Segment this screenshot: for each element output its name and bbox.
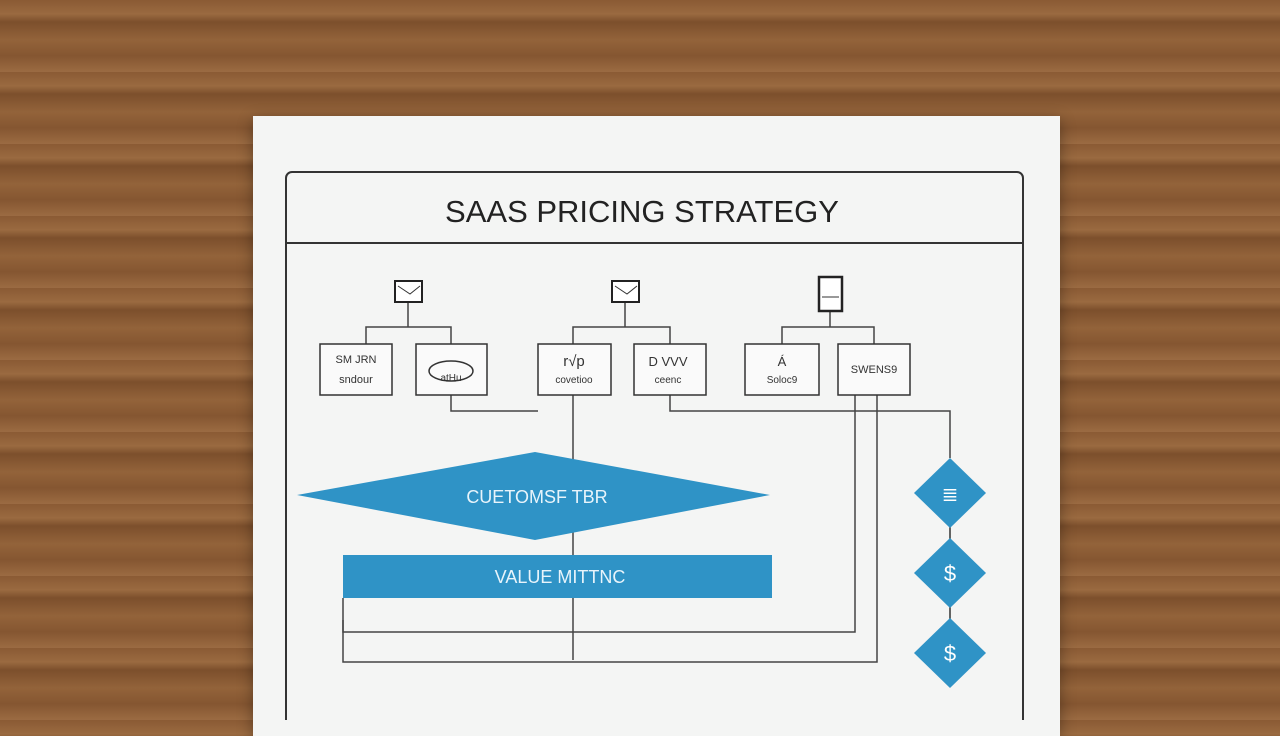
box-line1: Á (778, 354, 787, 369)
box-line2: ceenc (655, 375, 682, 386)
list-icon: ≣ (942, 484, 959, 506)
dollar-diamond (914, 618, 986, 688)
envelope-icon (394, 280, 423, 303)
box-line2: sndour (339, 374, 373, 386)
pricing-box (415, 343, 488, 396)
box-line2: Soloc9 (767, 375, 798, 386)
document-icon (817, 275, 844, 313)
value-metric-label: VALUE MITTNC (495, 567, 626, 587)
pricing-box (633, 343, 707, 396)
pricing-box (837, 343, 911, 396)
box-line1: r√p (563, 353, 585, 370)
box-line1: D VVV (648, 354, 687, 369)
connectors (342, 303, 951, 663)
pricing-box (744, 343, 820, 396)
customer-tier-label: CUETOMSF TBR (466, 487, 607, 507)
customer-tier-diamond (297, 452, 770, 540)
cloud-icon (428, 360, 474, 382)
list-diamond (914, 458, 986, 528)
diagram-title: SAAS PRICING STRATEGY (445, 194, 839, 229)
small-diamond-stack: ≣ $ $ (914, 458, 986, 688)
box-line2: atHu (440, 373, 461, 384)
dollar-diamond (914, 538, 986, 608)
box-line1: SM JRN (336, 354, 377, 366)
box-line2: covetioo (555, 375, 593, 386)
value-metric-bar (343, 555, 772, 598)
dollar-icon: $ (944, 641, 956, 666)
pricing-box (537, 343, 612, 396)
group-2: r√p covetioo D VVV ceenc (537, 280, 707, 396)
dollar-icon: $ (944, 561, 956, 586)
box-line1: SWENS9 (851, 364, 897, 376)
diagram-frame (285, 171, 1024, 720)
envelope-icon (611, 280, 640, 303)
pricing-box (319, 343, 393, 396)
group-3: Á Soloc9 SWENS9 (744, 275, 911, 396)
group-1: SM JRN sndour atHu (319, 280, 488, 396)
pricing-diagram: SAAS PRICING STRATEGY SM JRN sndour atHu… (285, 171, 1024, 720)
